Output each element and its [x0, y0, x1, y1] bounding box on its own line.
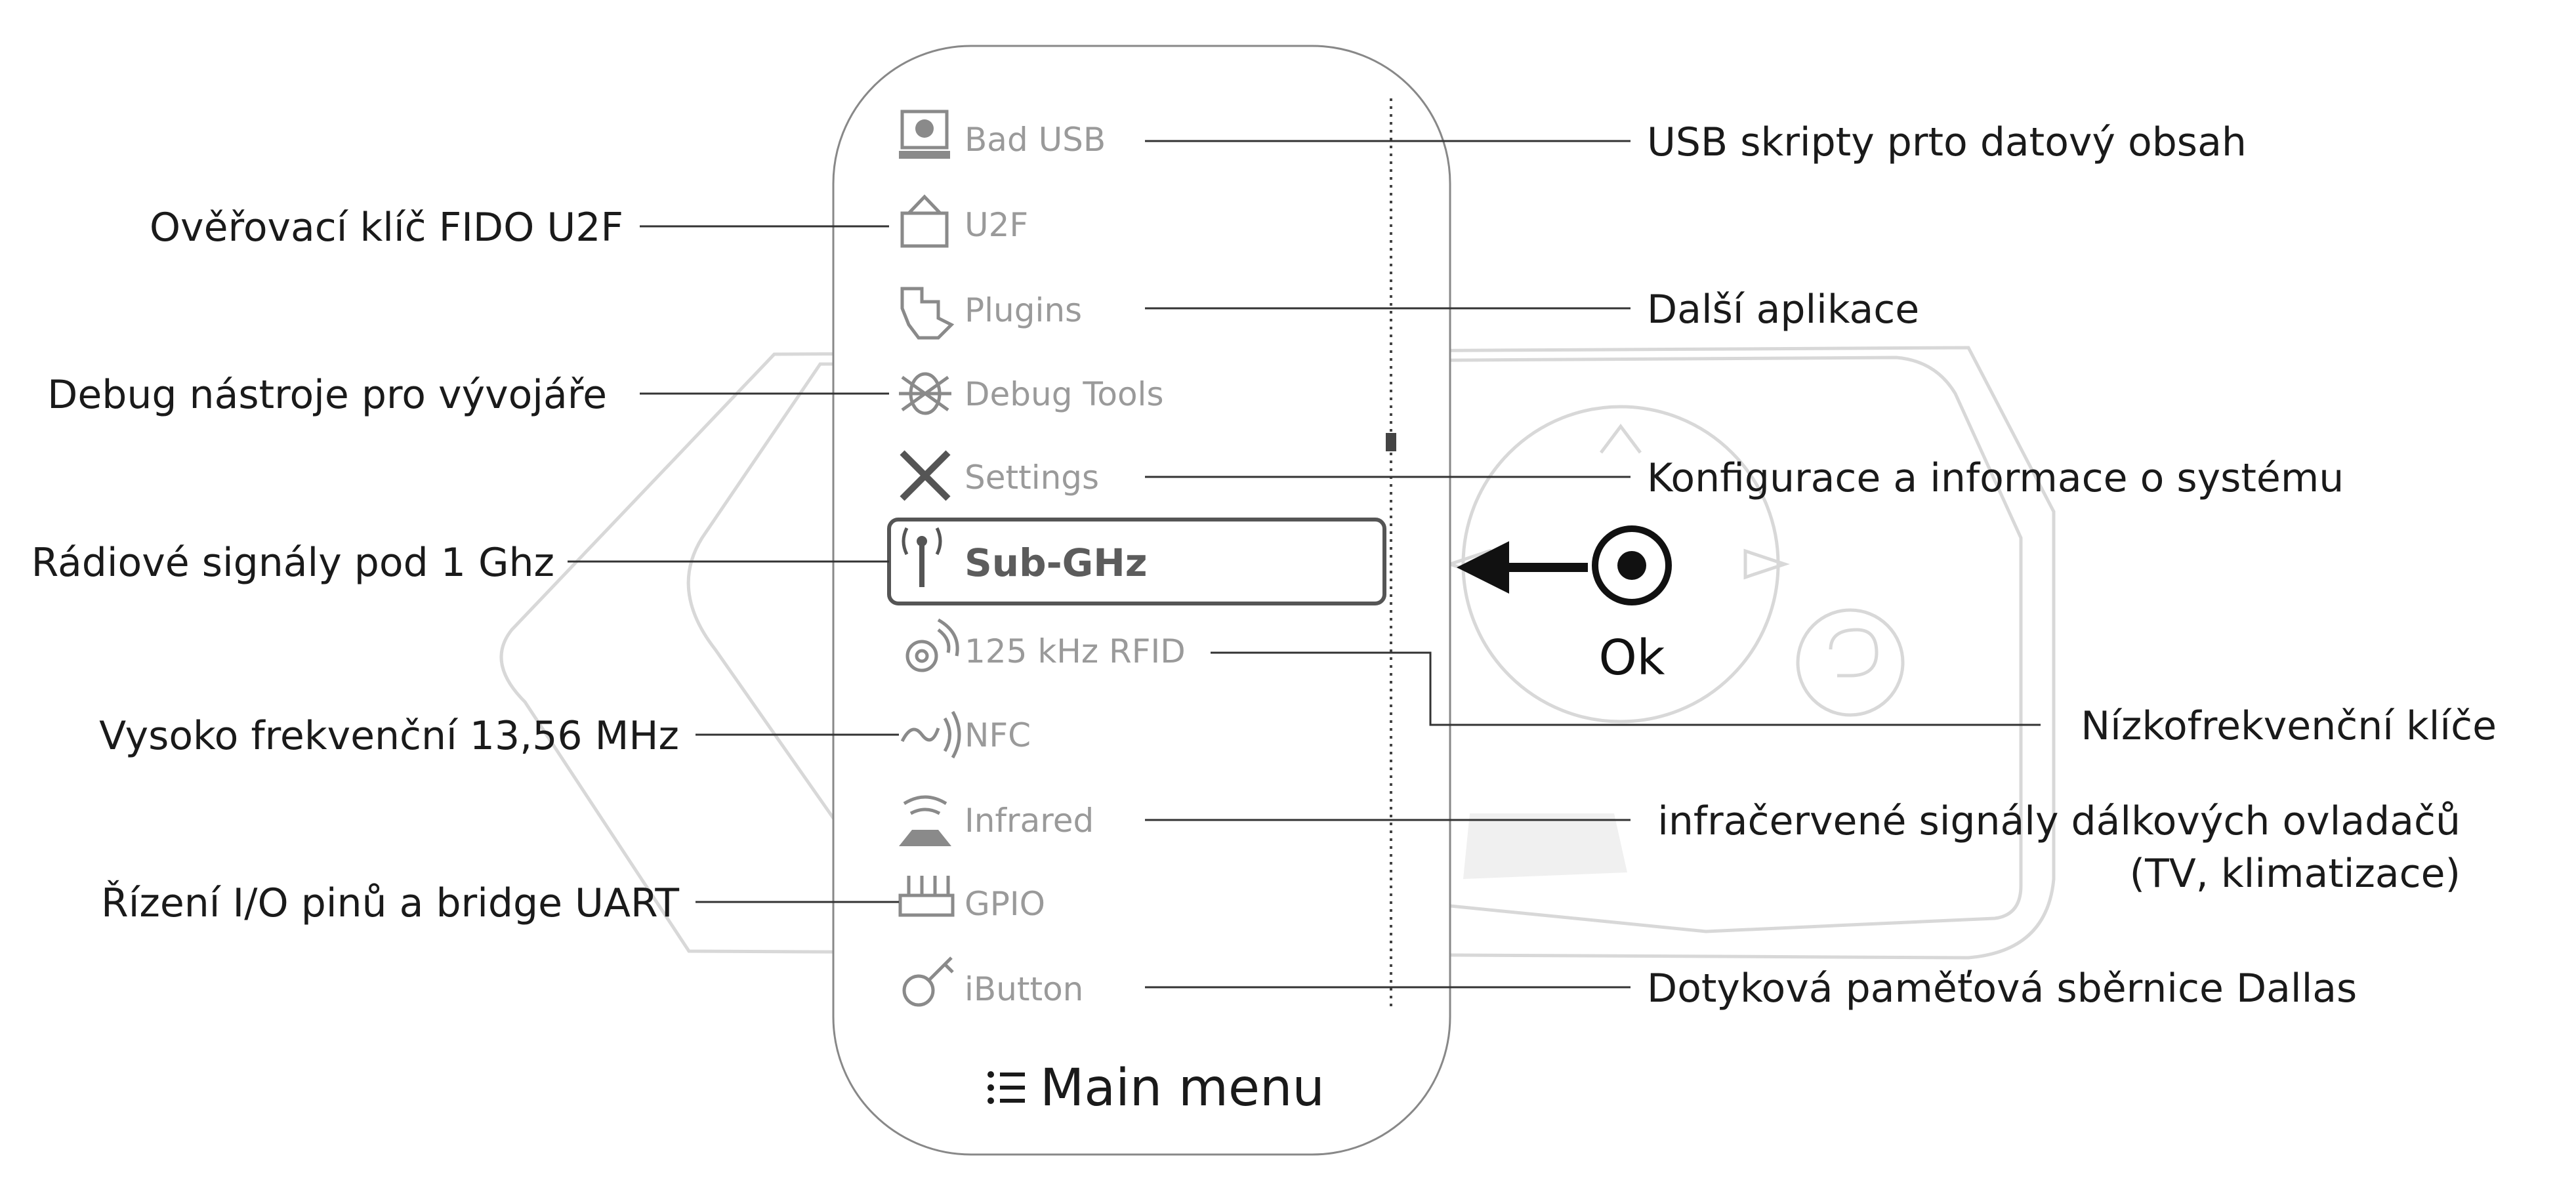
menu-item-u2f[interactable]: U2F — [965, 206, 1028, 244]
menu-item-settings[interactable]: Settings — [965, 459, 1099, 497]
annotation-bad-usb: USB skripty prto datový obsah — [1647, 119, 2247, 165]
bug-icon — [899, 372, 951, 415]
skull-usb-icon — [899, 110, 950, 159]
u2f-key-icon — [900, 194, 949, 248]
menu-item-gpio[interactable]: GPIO — [965, 885, 1045, 923]
menu-item-sub-ghz[interactable]: Sub-GHz — [965, 541, 1148, 585]
annotation-debug-tools: Debug nástroje pro vývojáře — [47, 372, 607, 418]
annotation-gpio: Řízení I/O pinů a bridge UART — [101, 880, 679, 926]
annotation-infrared: infračervené signály dálkových ovladačů — [1657, 798, 2461, 844]
menu-item-debug-tools[interactable]: Debug Tools — [965, 375, 1164, 413]
list-icon — [987, 1071, 1025, 1104]
puzzle-icon — [900, 287, 955, 340]
menu-title: Main menu — [1040, 1059, 1325, 1118]
rfid-icon — [905, 618, 959, 672]
ok-dot-icon[interactable] — [1592, 525, 1672, 605]
scrollbar-thumb[interactable] — [1386, 433, 1396, 451]
annotation-125khz-rfid: Nízkofrekvenční klíče — [2081, 703, 2497, 749]
annotation-nfc: Vysoko frekvenční 13,56 MHz — [99, 713, 679, 759]
antenna-icon — [902, 527, 942, 587]
tools-icon — [900, 450, 951, 501]
menu-item-ibutton[interactable]: iButton — [965, 970, 1083, 1008]
menu-item-nfc[interactable]: NFC — [965, 716, 1031, 754]
gpio-icon — [898, 876, 955, 917]
annotation-settings: Konfigurace a informace o systému — [1647, 455, 2344, 501]
nfc-icon — [900, 710, 961, 759]
annotation-u2f: Ověřovací klíč FIDO U2F — [150, 205, 623, 251]
ibutton-key-icon — [902, 956, 954, 1007]
annotation-ibutton: Dotyková paměťová sběrnice Dallas — [1647, 966, 2357, 1012]
ok-arrow — [1457, 541, 1588, 594]
menu-item-infrared[interactable]: Infrared — [965, 802, 1094, 840]
ok-label: Ok — [1598, 630, 1665, 686]
menu-item-bad-usb[interactable]: Bad USB — [965, 121, 1106, 159]
annotation-sub-ghz: Rádiové signály pod 1 Ghz — [31, 540, 554, 586]
menu-item-plugins[interactable]: Plugins — [965, 291, 1082, 329]
leader-125khz-rfid — [1211, 651, 2041, 726]
annotation-infrared-line2: (TV, klimatizace) — [2130, 851, 2461, 897]
annotation-plugins: Další aplikace — [1647, 287, 1919, 333]
infrared-icon — [899, 795, 951, 846]
menu-item-125khz-rfid[interactable]: 125 kHz RFID — [965, 632, 1186, 670]
device-outline — [499, 346, 2056, 960]
